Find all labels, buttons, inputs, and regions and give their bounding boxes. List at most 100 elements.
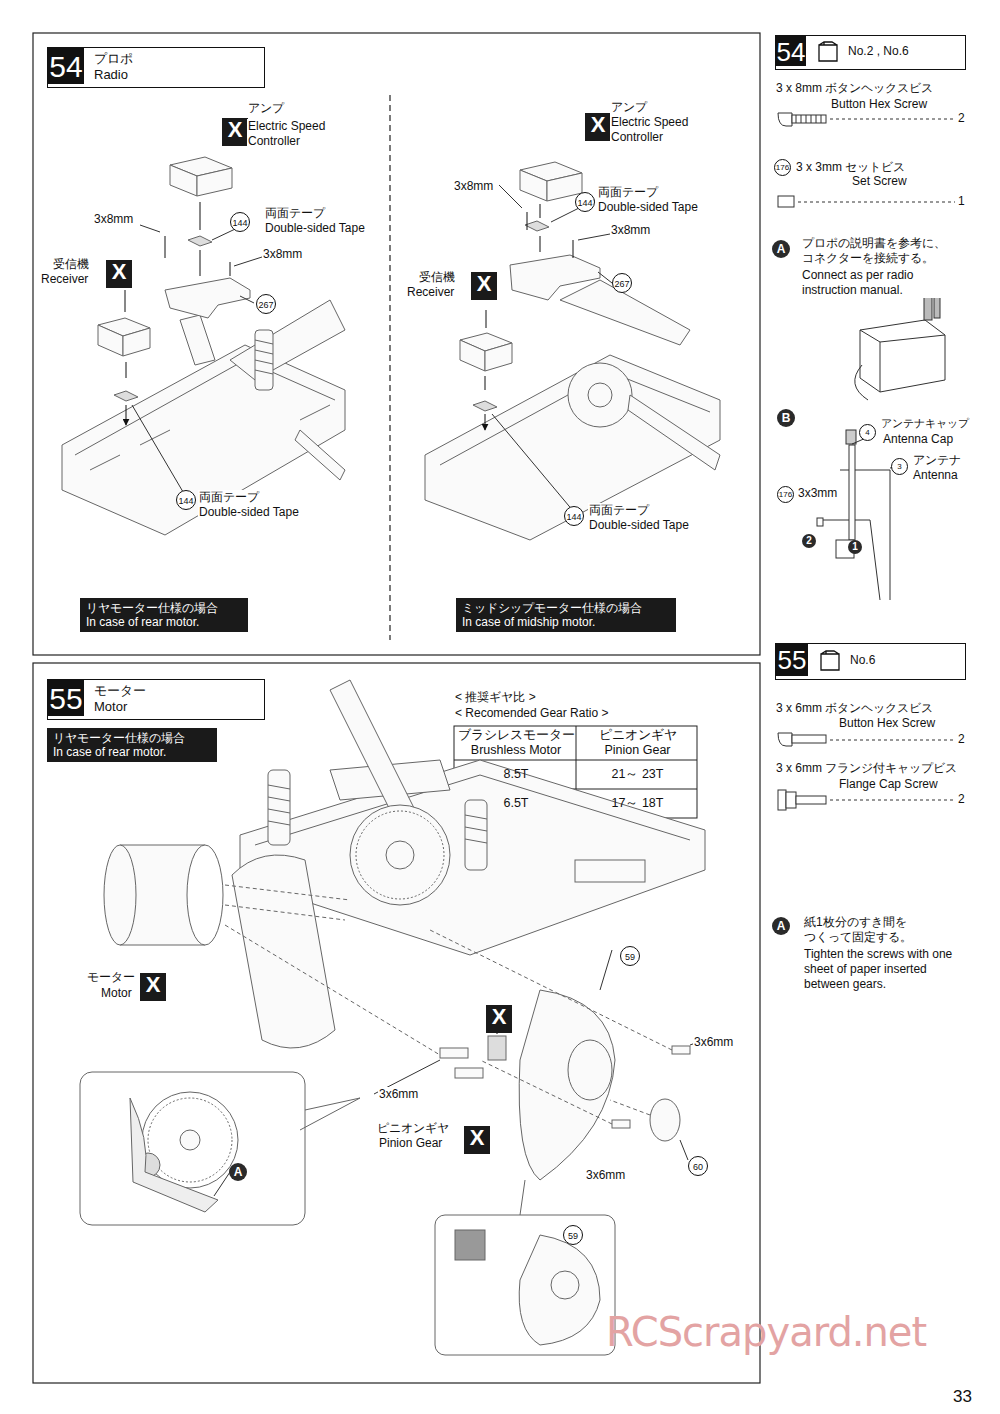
rear-motor-radio-scene-part	[170, 165, 197, 196]
part-label: 3x8mm	[93, 212, 134, 227]
motor-scene-part	[268, 770, 290, 845]
part-label: 受信機	[418, 270, 456, 285]
motor-scene-part	[612, 1120, 630, 1128]
parts-list-54-part	[778, 196, 794, 207]
part-label: 受信機	[52, 257, 90, 272]
callout-number: 144	[230, 212, 250, 232]
rear-motor-radio-scene-part	[188, 236, 212, 246]
motor-scene-part	[455, 1230, 485, 1260]
parts-header: 54 No.2 , No.6	[775, 35, 966, 70]
motor-scene-part	[440, 1048, 468, 1058]
parts-list-55-part	[786, 792, 796, 808]
step-number: 54	[776, 36, 806, 66]
step-number: 55	[48, 680, 84, 716]
part-label: Double-sided Tape	[198, 505, 300, 520]
rear-motor-radio-scene-part	[165, 278, 250, 318]
part-label: プロポの説明書を参考に、コネクターを接続する。	[801, 236, 953, 266]
panel-frames-part	[33, 663, 760, 1383]
box-text: モーター Motor	[94, 683, 156, 715]
midship-motor-radio-scene-part	[588, 383, 612, 407]
rear-motor-radio-scene-part	[123, 328, 150, 356]
part-label: Antenna Cap	[882, 432, 954, 447]
panel-frames	[33, 33, 760, 1383]
motor-scene-part	[232, 855, 335, 1048]
step-header: 55 モーター Motor	[47, 679, 265, 720]
motor-scene-part	[214, 1172, 230, 1196]
rear-motor-radio-scene-part	[180, 315, 215, 365]
part-label: 3 x 6mm ボタンヘックスビス	[775, 701, 934, 716]
parts-list-55-part	[792, 735, 826, 743]
user-supplied-mark: X	[486, 1005, 512, 1033]
parts-list-55-part	[778, 790, 786, 810]
rear-motor-radio-scene	[62, 157, 345, 535]
part-label: 両面テープ	[597, 185, 659, 200]
part-label: 3 x 8mm ボタンヘックスビス	[775, 81, 934, 96]
part-label: Pinion Gear	[378, 1136, 443, 1151]
table-cell: 6.5T	[455, 796, 577, 812]
midship-motor-radio-scene-part	[460, 340, 485, 371]
step-letter: A	[229, 1163, 247, 1181]
part-label: 3x8mm	[453, 179, 494, 194]
motor-scene-part	[268, 785, 290, 825]
part-label: 両面テープ	[198, 490, 260, 505]
parts-list-55-part	[830, 740, 955, 741]
part-label: 両面テープ	[264, 206, 326, 221]
midship-motor-radio-scene-part	[425, 355, 720, 540]
parts-list-54	[778, 113, 955, 600]
part-label: アンプ	[247, 101, 285, 116]
rear-motor-radio-scene-part	[295, 430, 345, 480]
rear-motor-radio-scene-part	[114, 391, 138, 401]
part-label: Set Screw	[851, 174, 908, 189]
callout-number: 144	[176, 490, 196, 510]
box-text: プロポ Radio	[94, 51, 156, 83]
rear-motor-radio-scene-part	[255, 340, 273, 374]
table-cell: 17～ 18T	[577, 796, 698, 812]
box-text: No.2 , No.6	[848, 44, 909, 58]
part-label: Tighten the screws with one sheet of pap…	[803, 947, 970, 992]
motor-scene-part	[672, 1046, 690, 1054]
motor-scene-part	[148, 1098, 232, 1182]
rear-motor-radio-scene-part	[98, 325, 123, 356]
motor-scene-part	[575, 860, 645, 882]
motor-scene-part	[465, 800, 487, 870]
table-cell: Brushless Motor	[455, 743, 577, 759]
motor-scene-part	[551, 1271, 579, 1299]
box-text: X	[471, 272, 497, 296]
parts-list-54-part	[860, 330, 945, 392]
part-label: アンテナ	[912, 453, 962, 468]
box-text: リヤモーター仕様の場合 In case of rear motor.	[53, 731, 193, 759]
motor-scene-part	[104, 845, 136, 945]
bag-icon	[818, 650, 842, 672]
motor-scene-part	[225, 885, 440, 1055]
part-label: 3x3mm	[797, 486, 838, 501]
table-cell: ブラシレスモーター	[455, 728, 577, 744]
parts-list-54-part	[830, 119, 955, 120]
part-label: 3x8mm	[610, 223, 651, 238]
step-letter: A	[772, 240, 790, 258]
part-label: Receiver	[40, 272, 89, 287]
watermark: RCScrapyard.net	[605, 1312, 927, 1352]
variant-banner: リヤモーター仕様の場合 In case of rear motor.	[80, 598, 248, 632]
part-label: < 推奨ギヤ比 >	[454, 690, 537, 705]
callout-number: 267	[256, 294, 276, 314]
motor-scene-part	[435, 1215, 615, 1355]
rear-motor-radio-scene-part	[132, 222, 262, 497]
parts-list-54-part	[846, 430, 856, 444]
callout-number: 3	[891, 458, 908, 475]
parts-list-54-part	[855, 365, 868, 400]
rear-motor-radio-scene-part	[255, 330, 273, 390]
callout-number: 59	[620, 946, 640, 966]
parts-list-54-part	[796, 115, 821, 123]
midship-motor-radio-scene-part	[520, 170, 547, 201]
motor-scene-part	[520, 1180, 525, 1215]
midship-motor-radio-scene-part	[485, 343, 512, 371]
motor-scene-part	[374, 950, 704, 1160]
variant-banner: リヤモーター仕様の場合 In case of rear motor.	[47, 728, 217, 762]
page-number: 33	[952, 1386, 973, 1407]
part-label: Electric Speed Controller	[247, 119, 349, 149]
part-label: Connect as per radio instruction manual.	[801, 268, 943, 298]
parts-list-54-part	[817, 518, 823, 526]
motor-scene-part	[386, 841, 414, 869]
panel-frames-part	[389, 95, 390, 640]
parts-list-55-part	[778, 733, 792, 746]
